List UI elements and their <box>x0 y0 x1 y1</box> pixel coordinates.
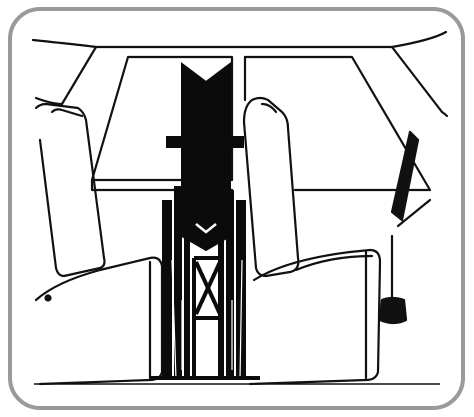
chevron-down-icon <box>195 223 217 234</box>
right-seat <box>242 96 382 386</box>
wheelchair-cross-brace <box>192 256 224 380</box>
vehicle-roof-outline <box>31 30 449 118</box>
wheelchair-left-wheel <box>162 186 190 381</box>
seat-belt <box>378 130 432 325</box>
wheelchair-base <box>150 376 260 380</box>
wheelchair-handle-bar <box>166 136 244 148</box>
wheelchair <box>150 62 260 381</box>
